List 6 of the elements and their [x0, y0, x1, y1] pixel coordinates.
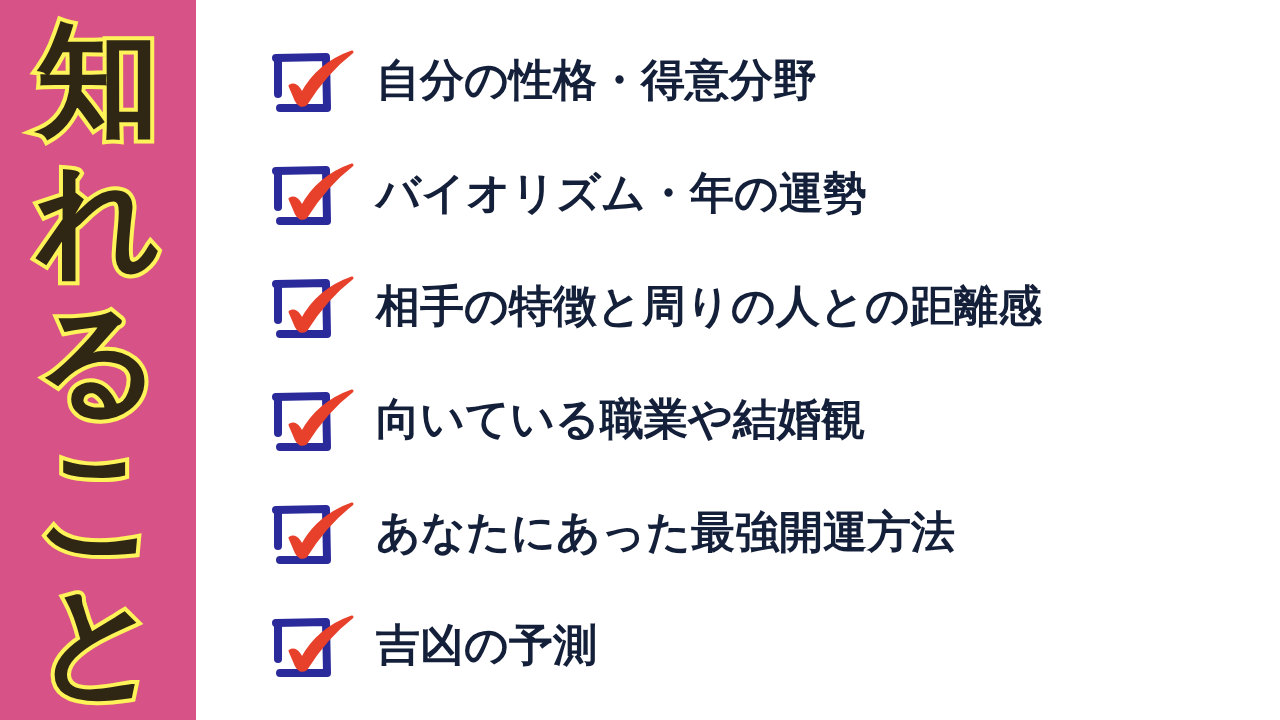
checklist-item: バイオリズム・年の運勢 — [376, 166, 867, 220]
checklist-item: あなたにあった最強開運方法 — [376, 505, 955, 559]
checklist-item: 向いている職業や結婚観 — [376, 392, 865, 446]
checklist-item: 吉凶の予測 — [376, 618, 597, 672]
checklist-item: 自分の性格・得意分野 — [376, 53, 817, 107]
checklist-item: 相手の特徴と周りの人との距離感 — [376, 279, 1042, 333]
